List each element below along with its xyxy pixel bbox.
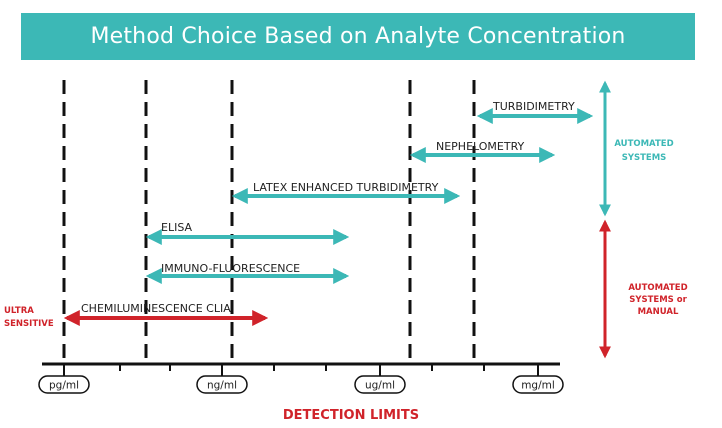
automated-manual-line-3: MANUAL — [638, 307, 679, 317]
axis-title: DETECTION LIMITS — [283, 408, 419, 423]
turbidimetry-label: TURBIDIMETRY — [492, 100, 575, 113]
dashed-guides — [62, 80, 476, 364]
page-title: Method Choice Based on Analyte Concentra… — [90, 24, 626, 49]
immunofluorescence-label: IMMUNO-FLUORESCENCE — [161, 262, 300, 275]
automated-systems-line-1: AUTOMATED — [614, 139, 673, 149]
ultra-sensitive-line-2: SENSITIVE — [4, 319, 54, 329]
unit-label: mg/ml — [521, 380, 555, 392]
axis-ticks — [63, 364, 539, 378]
unit-mg: mg/ml — [512, 375, 564, 394]
automated-manual-line-2: SYSTEMS or — [629, 295, 687, 305]
elisa-label: ELISA — [161, 221, 193, 234]
clia-label: CHEMILUMINESCENCE CLIA — [81, 302, 231, 315]
unit-ng: ng/ml — [196, 375, 248, 394]
title-banner: Method Choice Based on Analyte Concentra… — [21, 13, 695, 60]
ultra-sensitive-line-1: ULTRA — [4, 306, 34, 316]
unit-label: ng/ml — [207, 380, 237, 392]
latex-turbidimetry-label: LATEX ENHANCED TURBIDIMETRY — [253, 181, 439, 194]
unit-ug: ug/ml — [354, 375, 406, 394]
automated-manual-line-1: AUTOMATED — [628, 283, 687, 293]
unit-pg: pg/ml — [38, 375, 90, 394]
unit-label: ug/ml — [365, 380, 395, 392]
nephelometry-label: NEPHELOMETRY — [436, 140, 525, 153]
unit-label: pg/ml — [49, 380, 79, 392]
automated-systems-line-2: SYSTEMS — [622, 153, 667, 163]
